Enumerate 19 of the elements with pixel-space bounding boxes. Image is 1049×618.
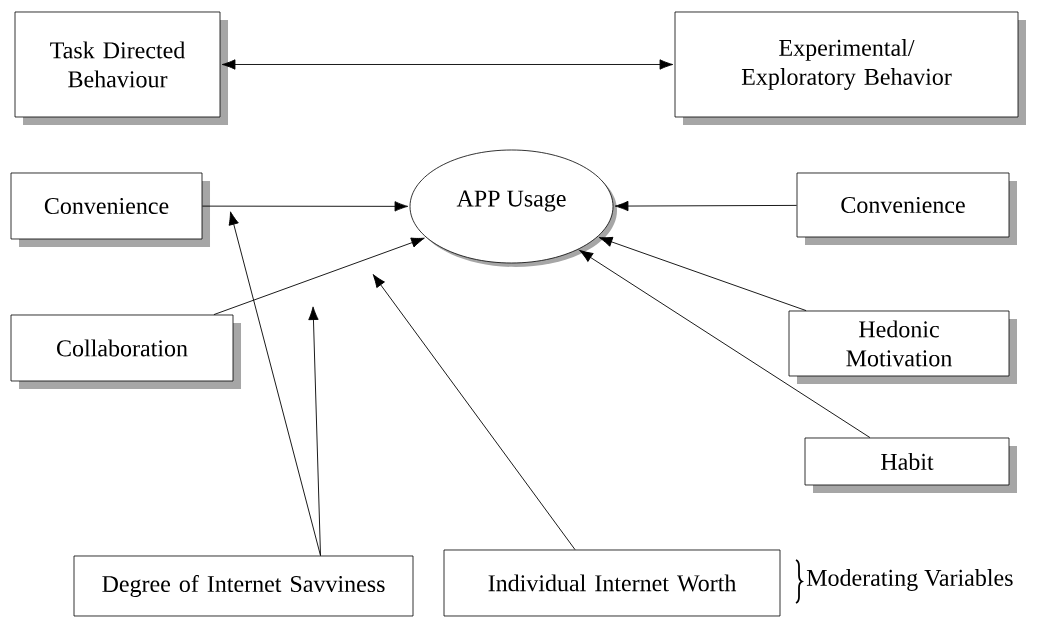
moderating-arrow [372, 274, 576, 551]
variable-box: Convenience [10, 172, 210, 247]
arrow [598, 236, 807, 312]
arrow [201, 201, 409, 212]
moderator-box: Individual Internet Worth [443, 549, 781, 617]
moderating-arrow [228, 211, 321, 557]
moderating-arrow [308, 306, 321, 557]
arrow [579, 250, 871, 439]
group-label: Moderating Variables [806, 569, 1013, 591]
variable-box: Habit [804, 437, 1017, 493]
arrow [614, 200, 798, 212]
arrow [221, 59, 674, 70]
arrow [213, 237, 425, 316]
variable-box: Experimental/ Exploratory Behavior [674, 11, 1026, 125]
variable-box: Collaboration [10, 314, 241, 389]
variable-box: Task Directed Behaviour [14, 11, 228, 125]
variable-box: Convenience [796, 172, 1017, 245]
variable-box: Hedonic Motivation [788, 310, 1017, 384]
moderator-box: Degree of Internet Savviness [73, 555, 414, 617]
